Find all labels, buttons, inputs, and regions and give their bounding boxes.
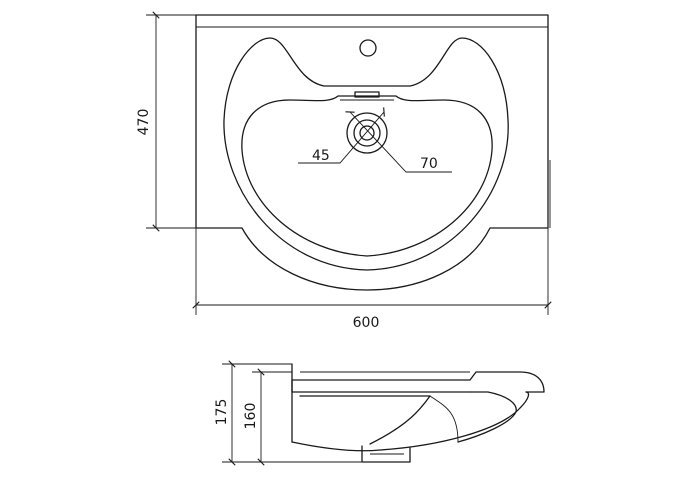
bowl-height-dimension: 160	[243, 368, 292, 466]
bowl-inner-basin	[241, 95, 493, 257]
width-dimension: 600	[192, 228, 552, 331]
sink-width-label: 600	[353, 315, 380, 331]
side-drain-outlet	[361, 445, 411, 463]
total-height-label: 175	[214, 399, 230, 426]
top-view: 70 45 470 600	[136, 11, 552, 331]
side-bowl-inner	[299, 395, 431, 445]
side-view: 175 160	[214, 360, 545, 466]
total-height-dimension: 175	[214, 360, 362, 466]
overflow-slot	[354, 91, 380, 98]
side-bowl-underside	[291, 391, 530, 452]
drain-outer-diameter-label: 70	[420, 156, 438, 172]
faucet-hole	[359, 39, 377, 57]
side-bowl-inner-wall	[429, 395, 459, 443]
drain-outer-leader	[345, 111, 452, 173]
bowl-height-label: 160	[243, 403, 259, 430]
side-rim	[291, 363, 545, 393]
height-dimension: 470	[136, 11, 196, 232]
drain-inner-diameter-label: 45	[312, 148, 330, 164]
bowl-outer-rim	[223, 37, 509, 271]
drain	[346, 112, 388, 154]
drain-inner-leader	[298, 107, 385, 164]
sink-slab-outline	[195, 14, 549, 291]
sink-depth-label: 470	[136, 109, 152, 136]
side-front-upper	[291, 379, 471, 393]
side-bowl-front	[457, 391, 517, 443]
